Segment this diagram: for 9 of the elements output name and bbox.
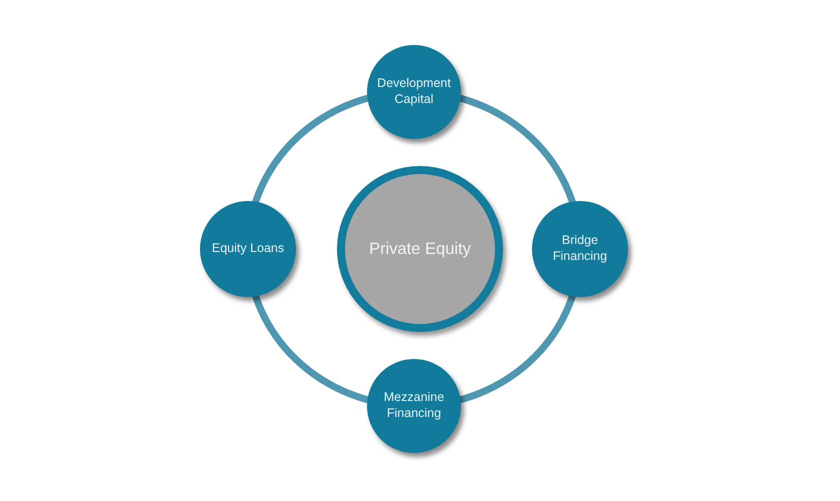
connector-arc — [458, 293, 576, 404]
hub-label: Private Equity — [369, 238, 471, 260]
topic-label: Development Capital — [376, 76, 452, 108]
topic-label: Mezzanine Financing — [382, 390, 446, 422]
topic-label: Equity Loans — [212, 241, 284, 257]
connector-arc — [252, 94, 370, 205]
topic-label: Bridge Financing — [552, 233, 608, 265]
connector-arc — [458, 94, 576, 205]
connector-arc — [252, 293, 370, 404]
